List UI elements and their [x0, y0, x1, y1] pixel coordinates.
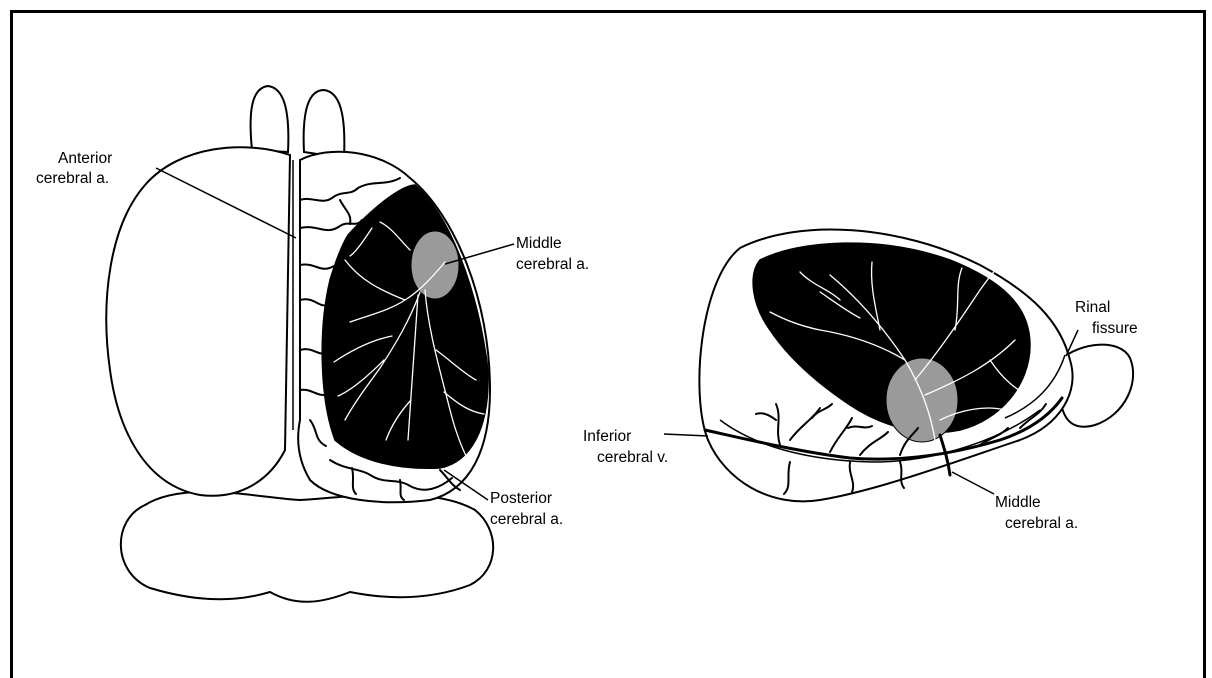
label-posterior-1: Posterior — [490, 490, 552, 507]
dorsal-core-region — [411, 231, 459, 299]
label-middle-lateral-1: Middle — [995, 494, 1041, 511]
label-inferior-1: Inferior — [583, 428, 631, 445]
cerebellum — [121, 492, 493, 602]
label-middle-dorsal-1: Middle — [516, 235, 562, 252]
olfactory-bulb-left — [251, 86, 289, 152]
label-middle-lateral-2: cerebral a. — [1005, 515, 1078, 532]
dorsal-view: Anterior cerebral a. Middle cerebral a. … — [36, 86, 589, 602]
label-posterior-2: cerebral a. — [490, 511, 563, 528]
lateral-view: Rinal fissure Inferior cerebral v. Middl… — [583, 229, 1138, 532]
label-rinal-1: Rinal — [1075, 299, 1110, 316]
label-anterior-1: Anterior — [58, 150, 112, 167]
leader-middle-lateral — [952, 472, 994, 494]
label-anterior-2: cerebral a. — [36, 170, 109, 187]
label-middle-dorsal-2: cerebral a. — [516, 256, 589, 273]
olfactory-bulb-right — [304, 90, 345, 158]
leader-inferior — [664, 434, 708, 436]
label-rinal-2: fissure — [1092, 320, 1138, 337]
left-hemisphere — [106, 147, 290, 496]
label-inferior-2: cerebral v. — [597, 449, 668, 466]
